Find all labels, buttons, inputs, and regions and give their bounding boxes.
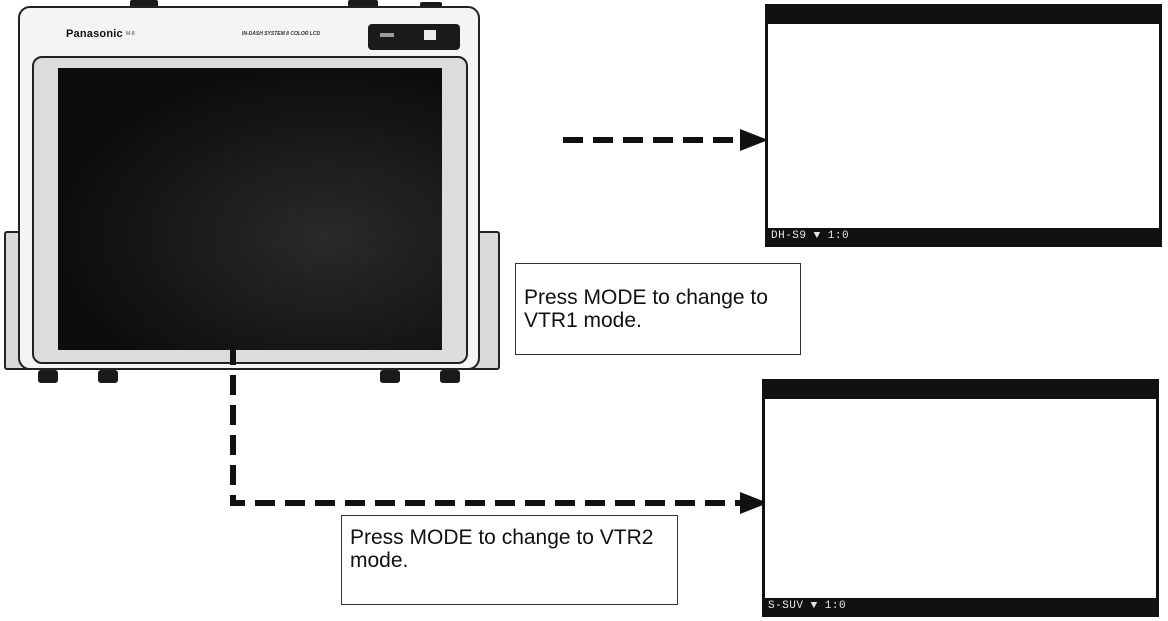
screen-status-bar: DH-S9 ▼ 1:0 (768, 228, 1159, 244)
control-panel (368, 24, 460, 50)
callout-vtr2: Press MODE to change to VTR2 mode. (341, 515, 678, 605)
model-label: M-8 (126, 31, 135, 37)
lcd-monitor: Panasonic M-8 IN-DASH SYSTEM 8 COLOR LCD (0, 0, 500, 385)
system-label: IN-DASH SYSTEM 8 COLOR LCD (242, 31, 321, 37)
arrowhead-icon (740, 492, 768, 514)
arrowhead-icon (740, 129, 768, 151)
monitor-foot (380, 370, 400, 383)
screen-top-bar (765, 382, 1156, 399)
control-button (424, 30, 436, 40)
callout-vtr1: Press MODE to change to VTR1 mode. (515, 263, 801, 355)
top-knob (348, 0, 378, 8)
arrow-to-vtr2 (230, 345, 744, 506)
vtr2-screen: S-SUV ▼ 1:0 (762, 379, 1159, 617)
screen-top-bar (768, 7, 1159, 24)
monitor-screen (58, 68, 442, 350)
vtr1-screen: DH-S9 ▼ 1:0 (765, 4, 1162, 247)
control-button (380, 33, 394, 37)
screen-status-bar: S-SUV ▼ 1:0 (765, 598, 1156, 614)
monitor-foot (440, 370, 460, 383)
top-knob (130, 0, 158, 8)
monitor-foot (38, 370, 58, 383)
brand-logo: Panasonic (66, 28, 123, 40)
monitor-foot (98, 370, 118, 383)
